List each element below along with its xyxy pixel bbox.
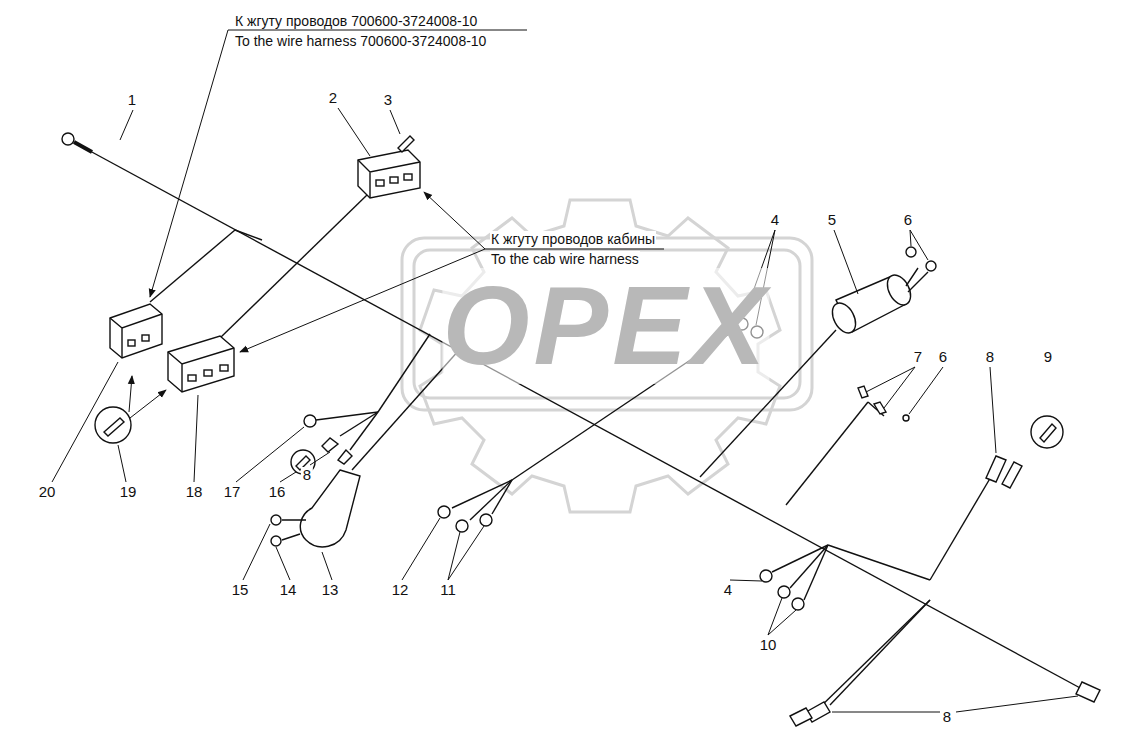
callout-number: 6: [902, 212, 914, 228]
callout-number: 8: [941, 709, 953, 725]
callout-number: 19: [118, 484, 139, 500]
note-text: К жгуту проводов 700600-3724008-10: [234, 13, 478, 29]
callout-number: 7: [912, 349, 924, 365]
callout-number: 12: [390, 582, 411, 598]
leader-lines: [52, 30, 1078, 712]
callout-number: 4: [722, 582, 734, 598]
callout-number: 2: [327, 90, 339, 106]
callout-number: 14: [278, 582, 299, 598]
callout-number: 9: [1042, 349, 1054, 365]
callout-number: 17: [222, 484, 243, 500]
connectors: [95, 136, 1100, 726]
watermark: OPEX: [442, 268, 769, 384]
callout-number: 20: [37, 484, 58, 500]
callout-number: 8: [301, 467, 313, 483]
callout-number: 5: [826, 212, 838, 228]
callout-number: 3: [382, 92, 394, 108]
callout-number: 4: [769, 212, 781, 228]
callout-number: 8: [984, 349, 996, 365]
watermark-gear: [402, 200, 812, 512]
callout-number: 11: [438, 582, 458, 598]
callout-number: 10: [758, 637, 779, 653]
note-text: К жгуту проводов кабины: [490, 231, 656, 247]
callout-number: 15: [230, 582, 251, 598]
note-text: To the cab wire harness: [490, 251, 640, 267]
callout-number: 16: [267, 484, 288, 500]
callout-number: 1: [126, 92, 138, 108]
wire-harness: [62, 133, 1082, 712]
callout-number: 6: [937, 349, 949, 365]
callout-number: 13: [320, 582, 341, 598]
note-text: To the wire harness 700600-3724008-10: [234, 33, 487, 49]
callout-number: 18: [184, 484, 205, 500]
